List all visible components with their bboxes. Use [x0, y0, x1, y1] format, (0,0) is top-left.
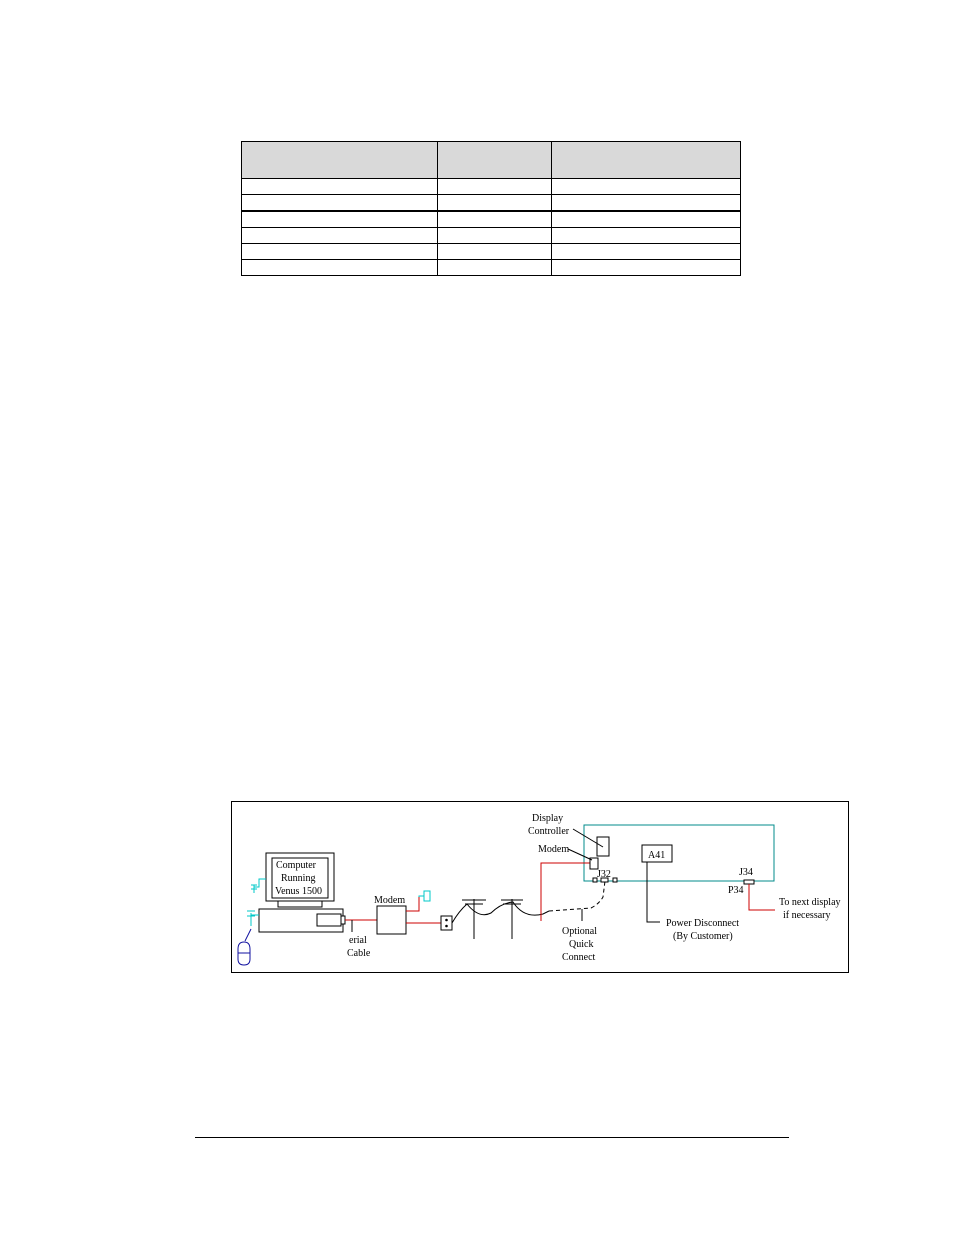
table-cell — [437, 259, 552, 276]
table-cell — [437, 178, 552, 195]
table-header-cell — [551, 141, 741, 179]
table-row — [241, 259, 741, 276]
modem-icon — [376, 905, 407, 935]
power-disconnect-wire — [646, 862, 660, 923]
table-cell — [437, 194, 552, 212]
serial-cable-label-line1: erial — [349, 935, 367, 946]
table-cell — [241, 210, 438, 228]
next-display-label-line1: To next display — [779, 897, 841, 908]
table-cell — [551, 243, 741, 260]
computer-label-line2: Running — [281, 873, 315, 884]
next-display-cable — [748, 884, 775, 911]
a41-label: A41 — [648, 850, 665, 861]
mouse-icon — [237, 928, 252, 966]
table-header-cell — [437, 141, 552, 179]
power-disconnect-label-line1: Power Disconnect — [666, 918, 739, 929]
table-cell — [241, 243, 438, 260]
modem-power-wire — [406, 897, 420, 912]
table-cell — [551, 210, 741, 228]
display-controller-label-line1: Display — [532, 813, 563, 824]
table-row — [241, 227, 741, 244]
j34-label: J34 — [739, 867, 753, 878]
display-modem-callout — [567, 848, 593, 861]
quick-connect-line — [548, 880, 606, 912]
table-cell — [241, 227, 438, 244]
wiring-diagram: Computer Running Venus 1500 erial Cable … — [231, 801, 849, 973]
power-plug-icon — [247, 910, 259, 926]
table-row — [241, 194, 741, 212]
quick-connect-label-line1: Optional — [562, 926, 597, 937]
table-cell — [241, 259, 438, 276]
display-modem-label: Modem — [538, 844, 569, 855]
footer-rule — [195, 1137, 789, 1138]
table-header-row — [241, 141, 741, 179]
monitor-icon — [265, 852, 335, 908]
table-cell — [551, 194, 741, 212]
telephone-line — [451, 901, 550, 924]
display-controller-label-line2: Controller — [528, 826, 570, 837]
display-modem-icon — [589, 857, 599, 870]
computer-label-line3: Venus 1500 — [275, 886, 322, 897]
j32-label: J32 — [597, 869, 611, 880]
display-modem-line — [540, 862, 591, 921]
specification-table — [241, 141, 741, 276]
j32-connector-icon — [592, 877, 618, 883]
diagram-frame — [231, 801, 849, 973]
a41-box — [641, 844, 673, 863]
table-cell — [551, 178, 741, 195]
quick-connect-label-line3: Connect — [562, 952, 596, 963]
power-plug-icon — [251, 878, 266, 893]
computer-case-icon — [258, 908, 346, 933]
table-cell — [241, 178, 438, 195]
table-row — [241, 178, 741, 195]
table-cell — [551, 259, 741, 276]
next-display-label-line2: if necessary — [783, 910, 830, 921]
computer-label-line1: Computer — [276, 860, 317, 871]
telephone-pole-icon — [501, 899, 523, 939]
display-controller-callout — [572, 828, 604, 848]
modem-label: Modem — [374, 895, 405, 906]
power-plug-icon — [406, 890, 431, 912]
power-disconnect-label-line2: (By Customer) — [673, 931, 733, 942]
display-enclosure — [583, 824, 775, 882]
serial-cable-label-line2: Cable — [347, 948, 371, 959]
table-row — [241, 210, 741, 228]
j34-connector-icon — [743, 879, 755, 885]
table-header-cell — [241, 141, 438, 179]
table-cell — [437, 243, 552, 260]
table-cell — [437, 227, 552, 244]
table-cell — [241, 194, 438, 212]
table-row — [241, 243, 741, 260]
p34-label: P34 — [728, 885, 744, 896]
phone-jack-icon — [440, 915, 453, 931]
table-cell — [551, 227, 741, 244]
quick-connect-label-line2: Quick — [569, 939, 593, 950]
table-cell — [437, 210, 552, 228]
telephone-pole-icon — [462, 899, 486, 939]
